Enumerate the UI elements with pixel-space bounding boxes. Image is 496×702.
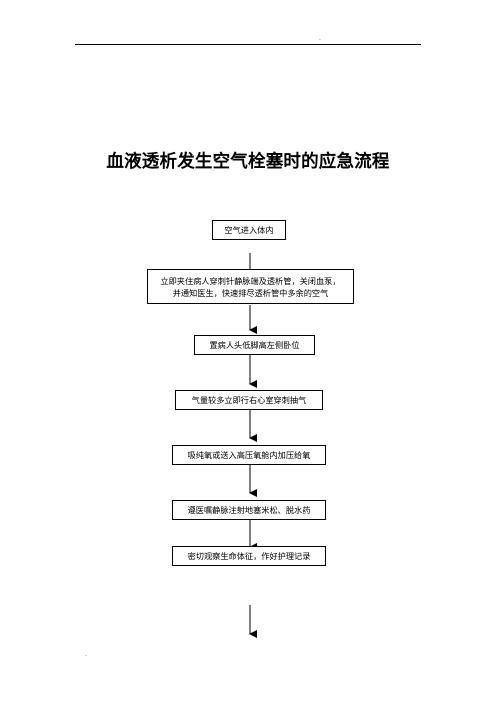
step-box-2: 立即夹住病人穿刺针静脉端及透析管，关闭血泵， 并通知医生，快速排尽透析管中多余的…	[147, 269, 354, 304]
step-box-6: 遵医嘱静脉注射地塞米松、脱水药	[172, 500, 326, 520]
step-box-7: 密切观察生命体征，作好护理记录	[172, 546, 326, 566]
step-text: 吸纯氧或送入高压氧舱内加压给氧	[187, 450, 311, 460]
step-text: 气量较多立即行右心室穿刺抽气	[191, 395, 307, 405]
step-text: 立即夹住病人穿刺针静脉端及透析管，关闭血泵，	[160, 275, 341, 286]
header-rule	[75, 44, 421, 45]
step-box-5: 吸纯氧或送入高压氧舱内加压给氧	[172, 445, 326, 465]
step-box-4: 气量较多立即行右心室穿刺抽气	[175, 390, 323, 410]
step-text: 并通知医生，快速排尽透析管中多余的空气	[172, 287, 329, 298]
header-dot: .	[319, 35, 321, 42]
step-box-3: 置病人头低脚高左侧卧位	[194, 335, 315, 355]
step-text: 空气进入体内	[224, 225, 274, 235]
step-text: 置病人头低脚高左侧卧位	[209, 340, 300, 350]
step-text: 密切观察生命体征，作好护理记录	[187, 551, 311, 561]
step-box-1: 空气进入体内	[212, 220, 286, 240]
footer-dot: .	[85, 651, 87, 658]
page-title: 血液透析发生空气栓塞时的应急流程	[106, 152, 390, 172]
step-text: 遵医嘱静脉注射地塞米松、脱水药	[187, 505, 311, 515]
